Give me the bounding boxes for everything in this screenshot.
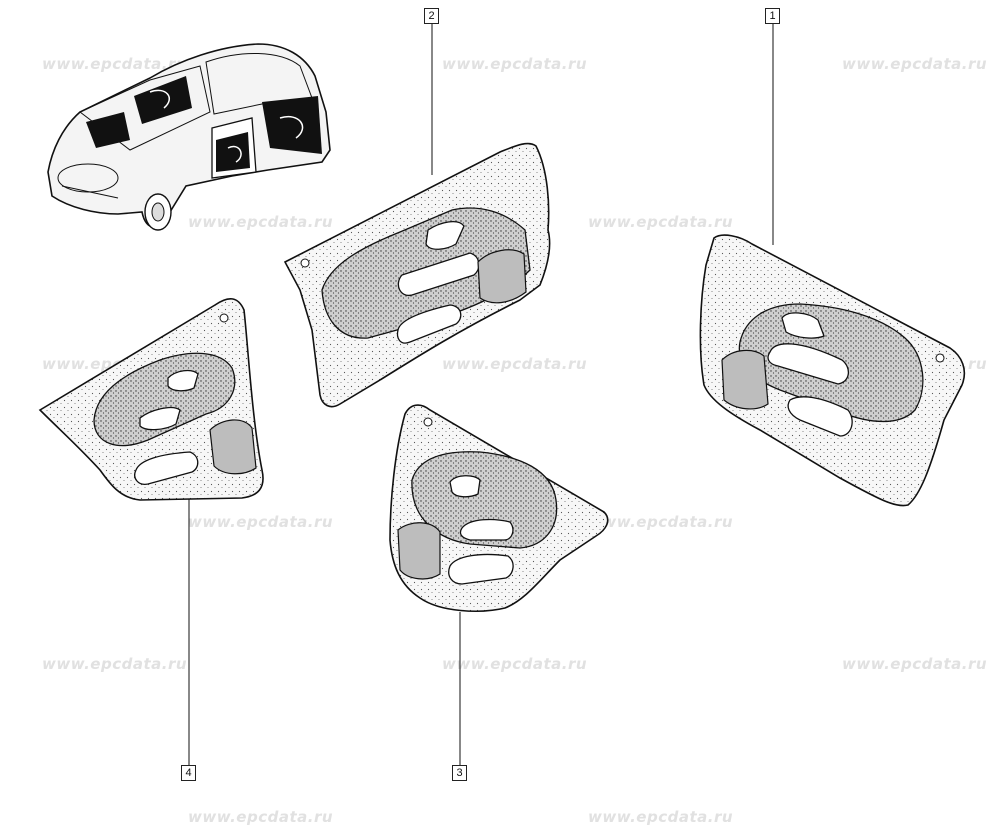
door-trim-part-4 xyxy=(38,298,264,501)
watermark: www.epcdata.ru xyxy=(842,655,988,673)
callout-1: 1 xyxy=(765,8,780,24)
watermark: www.epcdata.ru xyxy=(442,355,588,373)
door-trim-part-1 xyxy=(699,234,966,507)
callout-3: 3 xyxy=(452,765,467,781)
watermark: www.epcdata.ru xyxy=(442,655,588,673)
door-trim-part-3 xyxy=(389,404,609,612)
watermark: www.epcdata.ru xyxy=(188,513,334,531)
callout-2: 2 xyxy=(424,8,439,24)
watermark: www.epcdata.ru xyxy=(588,513,734,531)
watermark: www.epcdata.ru xyxy=(42,655,188,673)
door-trim-part-2 xyxy=(283,142,551,408)
watermark: www.epcdata.ru xyxy=(42,55,188,73)
car-overview-illustration xyxy=(47,43,331,231)
callout-4: 4 xyxy=(181,765,196,781)
watermark: www.epcdata.ru xyxy=(842,55,988,73)
watermark: www.epcdata.ru xyxy=(588,213,734,231)
watermark: www.epcdata.ru xyxy=(188,213,334,231)
watermark: www.epcdata.ru xyxy=(442,55,588,73)
